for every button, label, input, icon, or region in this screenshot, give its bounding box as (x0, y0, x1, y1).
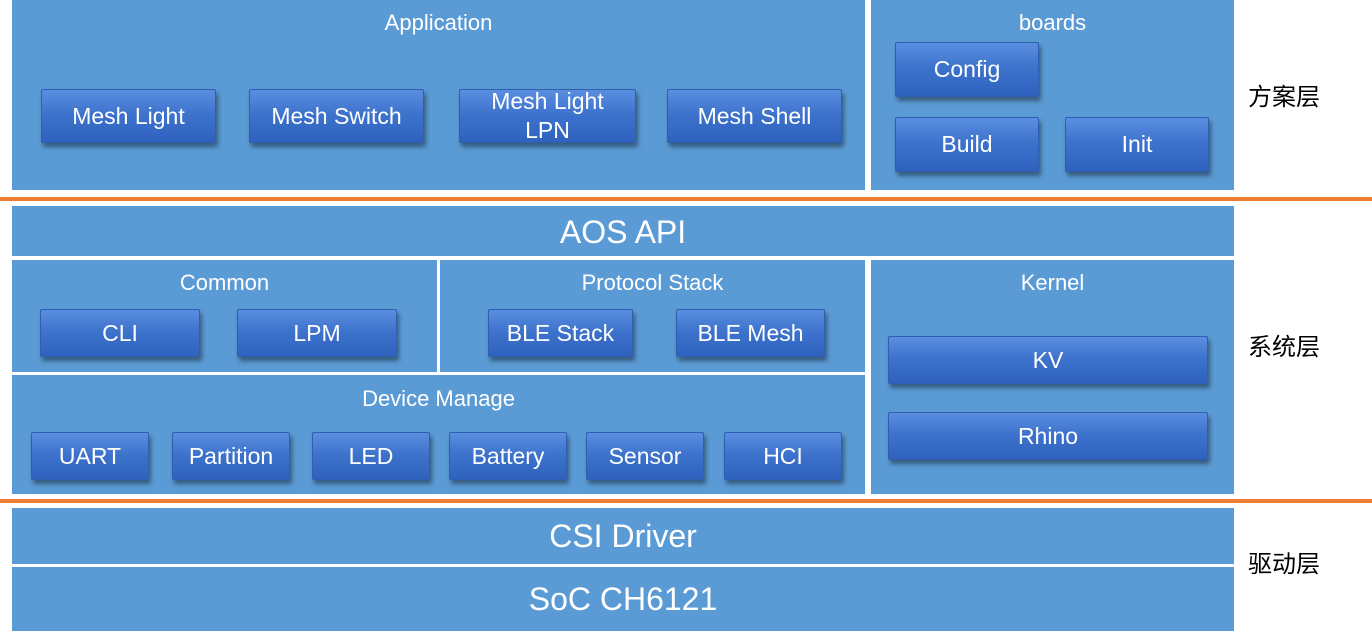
aos-api-band: AOS API (12, 206, 1234, 256)
device-manage-panel: Device Manage UART Partition LED Battery… (12, 375, 865, 494)
boards-title: boards (1018, 10, 1087, 35)
led-block: LED (312, 432, 430, 480)
mesh-light-block: Mesh Light (41, 89, 216, 143)
common-title: Common (179, 270, 270, 295)
soc-title: SoC CH6121 (528, 581, 718, 617)
application-panel: Application Mesh Light Mesh Switch Mesh … (12, 0, 865, 190)
uart-block: UART (31, 432, 149, 480)
csi-driver-band: CSI Driver (12, 508, 1234, 564)
kernel-title: Kernel (1020, 270, 1085, 295)
kernel-panel: Kernel KV Rhino (871, 260, 1234, 494)
system-driver-divider (0, 499, 1372, 503)
protocol-stack-panel: Protocol Stack BLE Stack BLE Mesh (440, 260, 865, 372)
protocol-stack-title: Protocol Stack (581, 270, 724, 295)
hci-block: HCI (724, 432, 842, 480)
battery-block: Battery (449, 432, 567, 480)
mesh-shell-block: Mesh Shell (667, 89, 842, 143)
common-panel: Common CLI LPM (12, 260, 437, 372)
sensor-block: Sensor (586, 432, 704, 480)
csi-driver-title: CSI Driver (549, 518, 697, 554)
rhino-block: Rhino (888, 412, 1208, 460)
application-title: Application (384, 10, 493, 35)
partition-block: Partition (172, 432, 290, 480)
solution-system-divider (0, 197, 1372, 201)
ble-stack-block: BLE Stack (488, 309, 633, 357)
boards-panel: boards Config Build Init (871, 0, 1234, 190)
kv-block: KV (888, 336, 1208, 384)
mesh-switch-block: Mesh Switch (249, 89, 424, 143)
config-block: Config (895, 42, 1039, 97)
driver-layer-label: 驱动层 (1248, 551, 1320, 578)
build-block: Build (895, 117, 1039, 172)
cli-block: CLI (40, 309, 200, 357)
lpm-block: LPM (237, 309, 397, 357)
solution-layer-label: 方案层 (1248, 84, 1320, 111)
device-manage-title: Device Manage (362, 386, 515, 411)
aos-api-title: AOS API (559, 214, 687, 250)
mesh-light-lpn-block: Mesh Light LPN (459, 88, 636, 143)
system-layer-label: 系统层 (1248, 334, 1320, 361)
ble-mesh-block: BLE Mesh (676, 309, 825, 357)
init-block: Init (1065, 117, 1209, 172)
soc-band: SoC CH6121 (12, 567, 1234, 631)
